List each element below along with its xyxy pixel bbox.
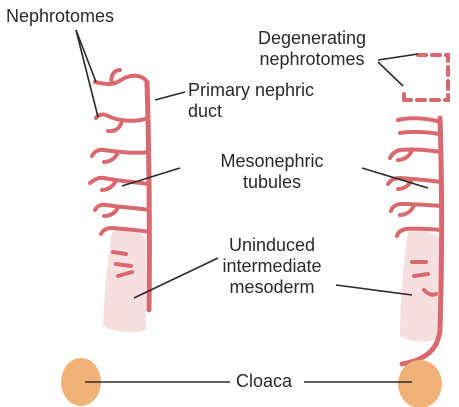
right-uninduced-mesoderm <box>400 230 440 341</box>
left-mesonephric-tubule-3 <box>95 205 149 216</box>
leader-primary-duct <box>155 92 185 100</box>
left-condensation-2 <box>116 264 131 266</box>
leader-degenerating-1 <box>378 54 418 60</box>
primary-nephric-duct-label: Primary nephric duct <box>188 80 314 122</box>
nephrotomes-label: Nephrotomes <box>6 6 114 27</box>
left-nephrotome-lower-branch <box>108 121 122 131</box>
degenerating-nephrotomes-label: Degenerating nephrotomes <box>250 28 374 70</box>
right-mesonephric-tubule-4 <box>391 204 441 215</box>
degenerating-label-line-1: Degenerating <box>250 28 374 49</box>
primary-duct-label-line-1: Primary nephric <box>188 80 314 101</box>
mesonephric-tubules-label: Mesonephric tubules <box>204 151 340 193</box>
left-nephrotome-upper <box>95 76 147 84</box>
leader-degenerating-2 <box>378 62 403 86</box>
primary-duct-label-line-2: duct <box>188 101 314 122</box>
mesonephric-label-line-2: tubules <box>204 172 340 193</box>
right-degenerating-nephrotomes <box>404 55 448 100</box>
cloaca-label: Cloaca <box>236 371 292 392</box>
left-condensation-1 <box>113 252 126 254</box>
right-mesonephric-tubule-2 <box>390 150 441 160</box>
degenerating-label-line-2: nephrotomes <box>250 49 374 70</box>
right-mesonephric-tubule-1 <box>398 118 440 134</box>
left-mesonephric-tubule-1 <box>92 150 148 162</box>
leader-uninduced-left <box>134 258 218 298</box>
right-cloaca <box>398 360 442 407</box>
uninduced-label-line-1: Uninduced <box>214 235 330 256</box>
left-uninduced-mesoderm <box>103 230 146 333</box>
left-embryo <box>61 70 149 406</box>
right-embryo <box>388 55 448 407</box>
leader-nephrotomes-2 <box>76 30 98 117</box>
uninduced-label-line-2: intermediate <box>214 256 330 277</box>
right-condensation-2 <box>414 274 428 276</box>
leader-nephrotomes-1 <box>76 30 96 82</box>
uninduced-label-line-3: mesoderm <box>214 277 330 298</box>
leader-uninduced-right <box>336 285 412 295</box>
uninduced-mesoderm-label: Uninduced intermediate mesoderm <box>214 235 330 298</box>
mesonephric-label-line-1: Mesonephric <box>204 151 340 172</box>
